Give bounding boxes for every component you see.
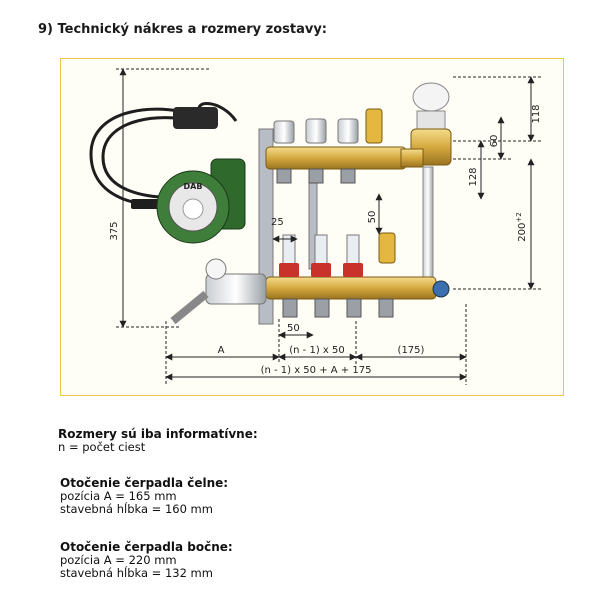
note-pump-side-depth: stavebná hĺbka = 132 mm (60, 566, 213, 580)
note-informative: Rozmery sú iba informatívne: n = počet c… (58, 428, 258, 454)
dim-175-label: (175) (398, 345, 425, 356)
thermometer-icon (205, 258, 227, 280)
note-informative-line: n = počet ciest (58, 440, 146, 454)
dim-375-label: 375 (109, 221, 120, 240)
dim-118-label: 118 (531, 104, 542, 123)
dim-total-label: (n - 1) x 50 + A + 175 (261, 365, 372, 376)
lower-outlets (282, 298, 394, 318)
note-pump-front-title: Otočenie čerpadla čelne: (60, 476, 229, 490)
dim-50-vertical-label: 50 (367, 211, 378, 224)
note-pump-front-depth: stavebná hĺbka = 160 mm (60, 502, 213, 516)
cable-plug-icon (131, 199, 159, 209)
note-pump-front-position: pozícia A = 165 mm (60, 489, 177, 503)
dim-50-horizontal-label: 50 (287, 323, 300, 334)
upper-manifold (265, 146, 407, 170)
air-vent-upper (365, 108, 383, 144)
dim-200-value: 200 (517, 223, 528, 242)
note-pump-side-position: pozícia A = 220 mm (60, 553, 177, 567)
actuator-icon (173, 107, 218, 129)
blue-valve-icon (432, 280, 450, 298)
note-pump-side: Otočenie čerpadla bočne: pozícia A = 220… (60, 541, 233, 580)
drawing-frame: DAB (60, 58, 564, 396)
note-pump-side-title: Otočenie čerpadla bočne: (60, 540, 233, 554)
air-vent-lower (378, 232, 396, 264)
pump-brand-label: DAB (184, 182, 203, 191)
upper-outlets (276, 168, 356, 184)
dim-n-minus-1-label: (n - 1) x 50 (289, 345, 344, 356)
thermostatic-head-icon (412, 82, 450, 112)
lower-manifold (265, 276, 437, 300)
dim-25-label: 25 (271, 217, 284, 228)
dim-60-label: 60 (489, 135, 500, 148)
note-informative-title: Rozmery sú iba informatívne: (58, 427, 258, 441)
note-pump-front: Otočenie čerpadla čelne: pozícia A = 165… (60, 477, 228, 516)
upper-valve-caps (273, 118, 359, 144)
dim-200-tolerance: +2 (515, 212, 523, 222)
dim-200-label: 200+2 (515, 212, 528, 241)
technical-drawing: DAB (89, 68, 542, 385)
dim-128-label: 128 (468, 167, 479, 186)
dim-a-label: A (218, 345, 225, 356)
flow-meters (279, 234, 363, 277)
bypass-pipe (422, 166, 434, 278)
mixing-block (205, 273, 267, 305)
section-heading: 9) Technický nákres a rozmery zostavy: (38, 22, 328, 37)
